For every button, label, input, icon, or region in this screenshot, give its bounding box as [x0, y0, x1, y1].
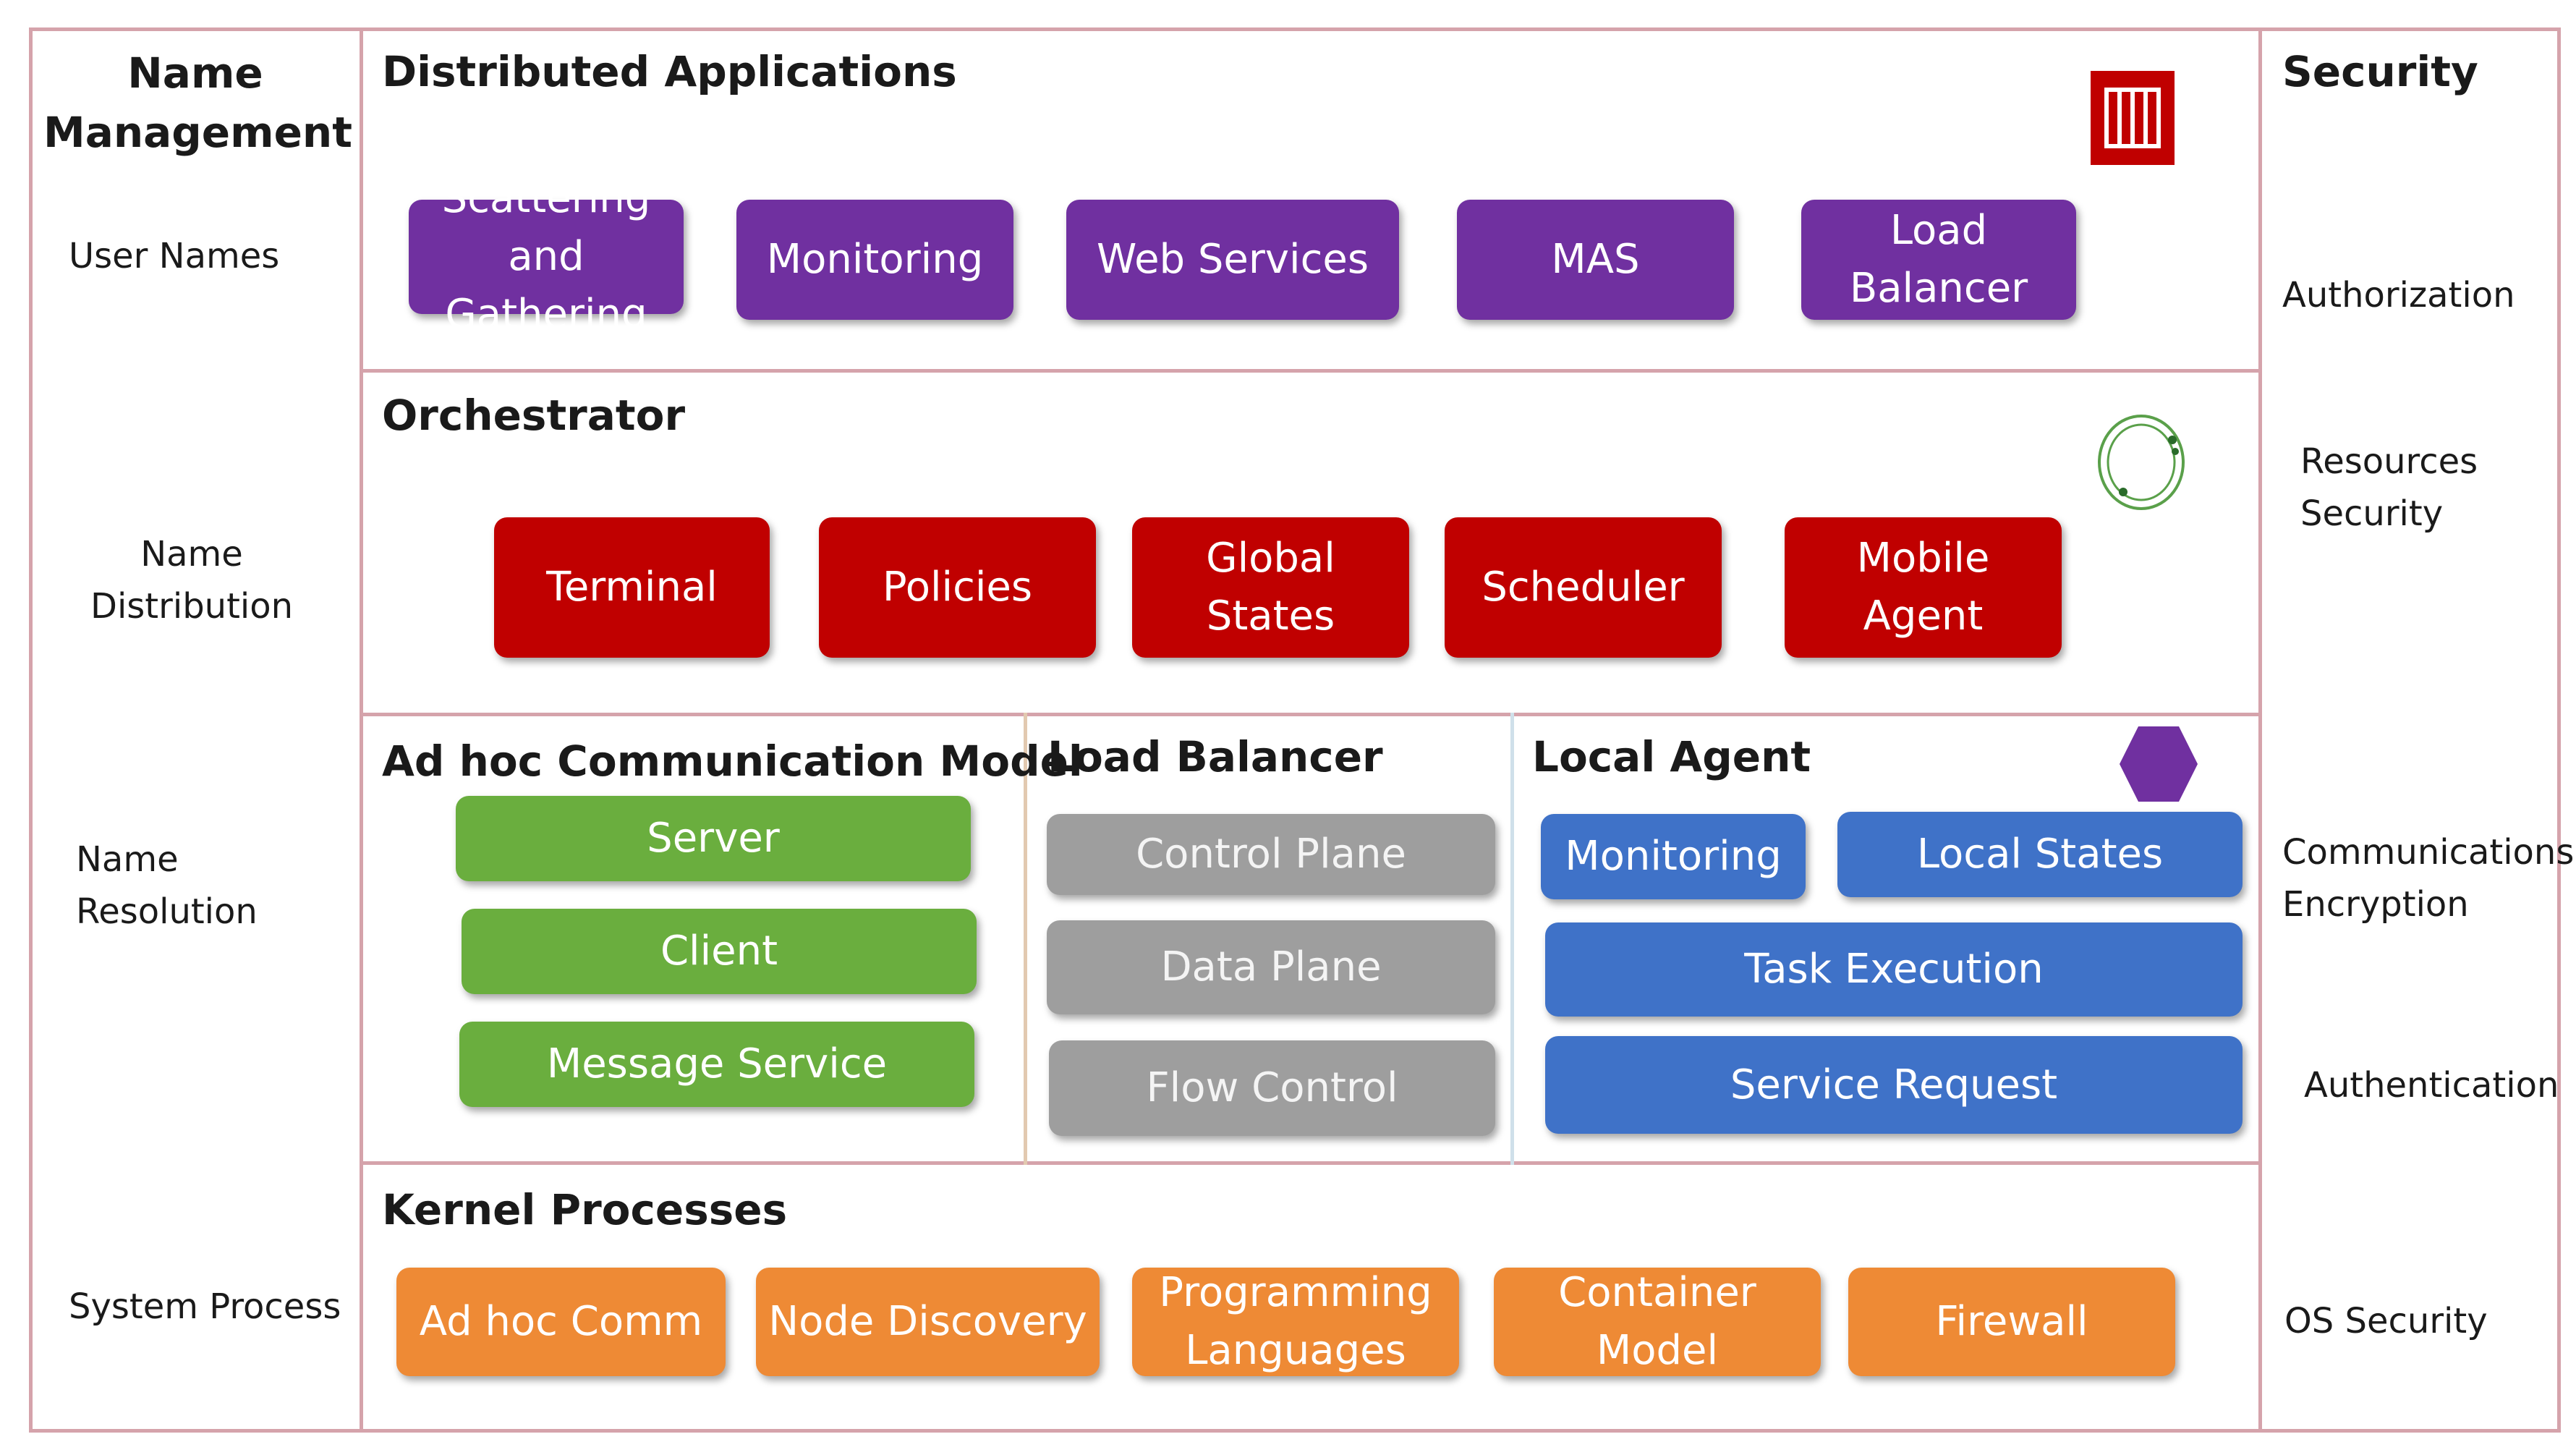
load-balancer-box: Control Plane: [1047, 814, 1495, 895]
load-balancer-box: Data Plane: [1047, 920, 1495, 1014]
diagram-frame: [29, 27, 2561, 1433]
divider-lb-agent: [1510, 713, 1514, 1165]
kernel-box: Container Model: [1494, 1268, 1821, 1376]
app-box: Monitoring: [736, 200, 1013, 320]
adhoc-title: Ad hoc Communication Model: [382, 737, 1083, 786]
security-item: Authorization: [2282, 275, 2515, 315]
kernel-box: Node Discovery: [756, 1268, 1100, 1376]
app-box: Load Balancer: [1801, 200, 2076, 320]
local-agent-title: Local Agent: [1532, 732, 1811, 781]
divider-adhoc-lb: [1024, 713, 1027, 1165]
name-management-item: Name Distribution: [90, 534, 294, 627]
app-box: MAS: [1457, 200, 1734, 320]
name-management-item: Name Resolution: [76, 839, 258, 932]
load-balancer-box: Flow Control: [1049, 1040, 1495, 1136]
adhoc-box: Server: [456, 796, 971, 881]
orchestrator-box: Policies: [819, 517, 1096, 658]
divider-apps-orchestrator: [360, 369, 2262, 373]
orchestrator-title: Orchestrator: [382, 391, 686, 440]
name-management-item: System Process: [69, 1286, 341, 1327]
cycle-icon: [2094, 411, 2188, 514]
security-item: Authentication: [2304, 1065, 2559, 1106]
orchestrator-box: Scheduler: [1445, 517, 1722, 658]
local-agent-box: Local States: [1837, 812, 2243, 897]
divider-right: [2258, 27, 2262, 1433]
local-agent-box: Task Execution: [1545, 922, 2243, 1017]
orchestrator-box: Global States: [1132, 517, 1409, 658]
security-item: OS Security: [2284, 1301, 2488, 1341]
divider-orchestrator-middle: [360, 713, 2262, 716]
kernel-box: Firewall: [1848, 1268, 2175, 1376]
columns-icon: [2091, 71, 2175, 165]
name-management-title: Name Management: [43, 48, 352, 157]
orchestrator-box: Mobile Agent: [1785, 517, 2062, 658]
distributed-applications-title: Distributed Applications: [382, 47, 957, 96]
kernel-box: Programming Languages: [1132, 1268, 1459, 1376]
divider-left: [360, 27, 363, 1433]
security-item: Resources Security: [2300, 441, 2478, 534]
divider-middle-kernel: [360, 1161, 2262, 1165]
kernel-box: Ad hoc Comm: [396, 1268, 726, 1376]
local-agent-box: Service Request: [1545, 1036, 2243, 1134]
load-balancer-title: Load Balancer: [1047, 732, 1383, 781]
app-box: Scattering and Gathering: [409, 175, 684, 338]
app-box: Web Services: [1066, 200, 1399, 320]
name-management-item: User Names: [69, 236, 280, 276]
adhoc-box: Message Service: [459, 1022, 974, 1107]
security-item: Communications Encryption: [2282, 832, 2575, 925]
local-agent-box: Monitoring: [1541, 814, 1806, 899]
hexagon-icon: [2118, 724, 2199, 805]
orchestrator-box: Terminal: [494, 517, 770, 658]
adhoc-box: Client: [462, 909, 977, 994]
security-title: Security: [2282, 47, 2478, 96]
kernel-title: Kernel Processes: [382, 1185, 788, 1234]
